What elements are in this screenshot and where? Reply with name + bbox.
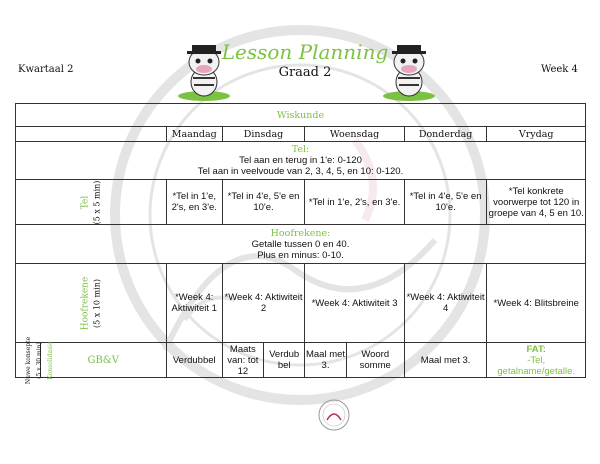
nuwe-label-2: (5 x 30 min) [36, 341, 44, 379]
hoofreken-label: Hoofrekene [80, 276, 91, 330]
tel-cell-thu: *Tel in 4'e, 5'e en 10'e. [403, 179, 488, 225]
zebra-left-icon [178, 45, 230, 101]
nuwe-cell-wed-b: Woord somme [345, 342, 405, 378]
fat-title: FAT: [526, 343, 546, 355]
hoofreken-cell-fri: *Week 4: Blitsbreine [486, 263, 586, 343]
nuwe-cell-mon: Verdubbel [165, 342, 223, 378]
hoofreken-time: (5 x 10 min) [92, 278, 102, 328]
hoofreken-cell-tue: *Week 4: Aktiwiteit 2 [221, 263, 306, 343]
day-header: Maandag [165, 126, 223, 142]
tel-line-2: Tel aan in veelvoude van 2, 3, 4, 5, en … [197, 166, 404, 177]
tel-time: (5 x 5 min) [92, 180, 102, 224]
term-label: Kwartaal 2 [18, 64, 74, 75]
fat-body: -Tel, getalname/getalle. [497, 354, 576, 377]
hoofreken-cell-wed: *Week 4: Aktiwiteit 3 [304, 263, 405, 343]
hoofreken-cell-mon: *Week 4: Aktiwiteit 1 [165, 263, 223, 343]
tel-row-label: Tel(5 x 5 min) [15, 179, 167, 225]
nuwe-cell-thu: Maal met 3. [403, 342, 488, 378]
tel-cell-fri: *Tel konkrete voorwerpe tot 120 in groep… [486, 179, 586, 225]
tel-cell-mon: *Tel in 1'e, 2's, en 3'e. [165, 179, 223, 225]
blank-corner [15, 126, 167, 142]
nuwe-cell-wed-a: Maal met 3. [304, 342, 347, 378]
hoofreken-overview: Hoofrekene: Getalle tussen 0 en 40. Plus… [15, 224, 586, 264]
footer-logo-icon [318, 399, 350, 431]
hoofreken-row-label: Hoofrekene(5 x 10 min) [15, 263, 167, 343]
tel-label: Tel [80, 195, 91, 209]
nuwe-konsepte-label: Nuwe konsepte(5 x 30 min)Konsolidasie [15, 336, 54, 384]
hoofreken-line-2: Plus en minus: 0-10. [257, 249, 344, 261]
tel-overview: Tel: Tel aan en terug in 1'e: 0-120 Tel … [15, 141, 586, 180]
tel-heading: Tel: [291, 144, 310, 155]
day-header: Vrydag [486, 126, 586, 142]
nuwe-cell-tue-a: Maats van: tot 12 [221, 342, 265, 378]
zebra-right-icon [383, 45, 435, 101]
grade-label: Graad 2 [278, 65, 332, 80]
hoofreken-heading: Hoofrekene: [270, 227, 331, 239]
week-label: Week 4 [541, 64, 578, 75]
subject-heading: Wiskunde [15, 103, 586, 127]
lesson-plan-table: Wiskunde Maandag Dinsdag Woensdag Donder… [15, 103, 586, 384]
hoofreken-cell-thu: *Week 4: Aktiwiteit 4 [403, 263, 488, 343]
day-header: Woensdag [304, 126, 405, 142]
day-header: Dinsdag [221, 126, 306, 142]
day-header: Donderdag [403, 126, 488, 142]
nuwe-cell-fri: FAT: -Tel, getalname/getalle. [486, 342, 586, 378]
page-title: Lesson Planning [221, 40, 389, 64]
tel-line-1: Tel aan en terug in 1'e: 0-120 [239, 155, 362, 166]
nuwe-label-3: Konsolidasie [47, 340, 55, 380]
tel-cell-wed: *Tel in 1'e, 2's, en 3'e. [304, 179, 405, 225]
nuwe-cell-tue-b: Verdub bel [263, 342, 306, 378]
nuwe-code: GB&V [39, 342, 167, 378]
nuwe-label-1: Nuwe konsepte [25, 336, 33, 384]
hoofreken-line-1: Getalle tussen 0 en 40. [251, 238, 350, 250]
tel-cell-tue: *Tel in 4'e, 5'e en 10'e. [221, 179, 306, 225]
